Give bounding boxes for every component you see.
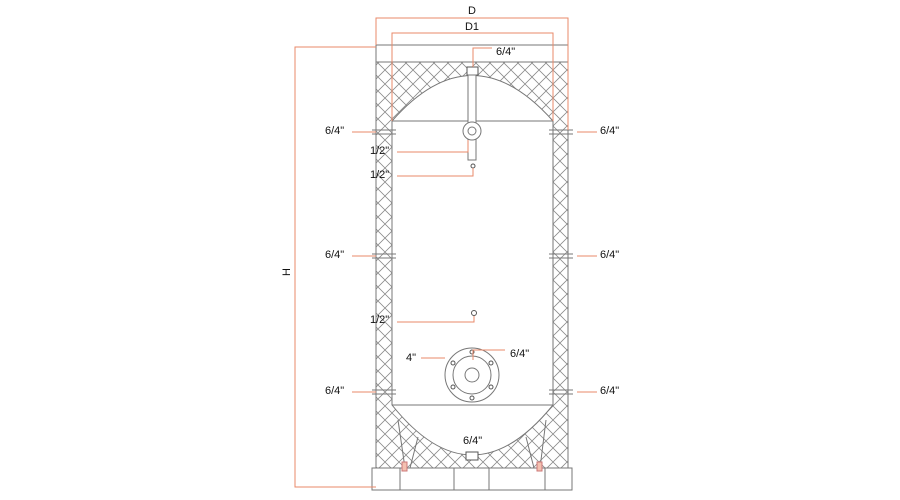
label-left-middle: 6/4" [325, 249, 344, 261]
label-d1: D1 [465, 21, 479, 33]
label-d: D [468, 5, 476, 17]
bottom-outlet [465, 451, 479, 461]
label-left-lower: 6/4" [325, 385, 344, 397]
dimension-d [375, 17, 569, 130]
label-bottom: 6/4" [463, 435, 482, 447]
label-flange-inner: 6/4" [510, 348, 529, 360]
top-cover [375, 44, 569, 63]
label-sensor-upper-1: 1/2" [370, 145, 389, 157]
base [371, 461, 573, 491]
label-right-upper: 6/4" [600, 125, 619, 137]
label-h: H [281, 268, 293, 276]
label-left-upper: 6/4" [325, 125, 344, 137]
manhole-flange [444, 347, 500, 403]
label-right-lower: 6/4" [600, 385, 619, 397]
side-nozzles [372, 129, 573, 395]
label-sensor-upper-2: 1/2" [370, 169, 389, 181]
label-right-middle: 6/4" [600, 249, 619, 261]
dimension-h [294, 46, 376, 488]
dimension-d1 [391, 32, 554, 121]
top-pipe [462, 66, 482, 316]
label-sensor-lower: 1/2" [370, 314, 389, 326]
support-legs [397, 419, 547, 469]
label-flange: 4" [406, 352, 416, 364]
label-top: 6/4" [496, 46, 515, 58]
